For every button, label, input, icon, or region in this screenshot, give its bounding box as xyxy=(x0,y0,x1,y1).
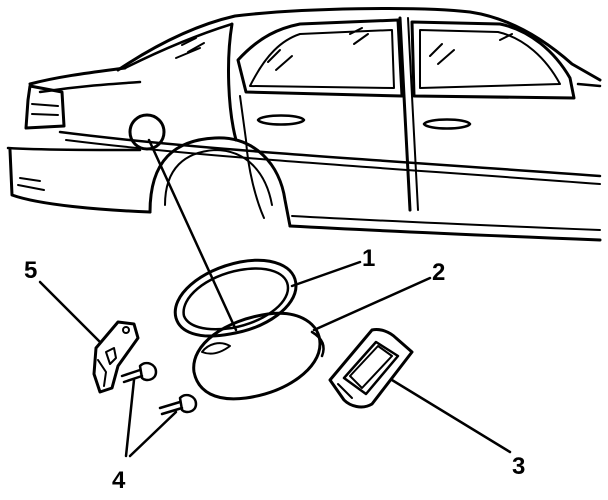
screw-lower xyxy=(158,393,198,416)
callout-1: 1 xyxy=(362,245,375,272)
latch-bumper xyxy=(92,320,140,394)
fuel-door-seal xyxy=(173,258,298,338)
fuel-door-hinge xyxy=(328,328,414,409)
car-body xyxy=(6,7,602,242)
screw-upper xyxy=(120,361,158,384)
callout-2: 2 xyxy=(432,259,445,286)
callout-3: 3 xyxy=(512,453,525,480)
fuel-door xyxy=(192,311,325,401)
leader-lines xyxy=(38,138,512,458)
callout-5: 5 xyxy=(24,257,37,284)
callout-4: 4 xyxy=(112,467,126,494)
